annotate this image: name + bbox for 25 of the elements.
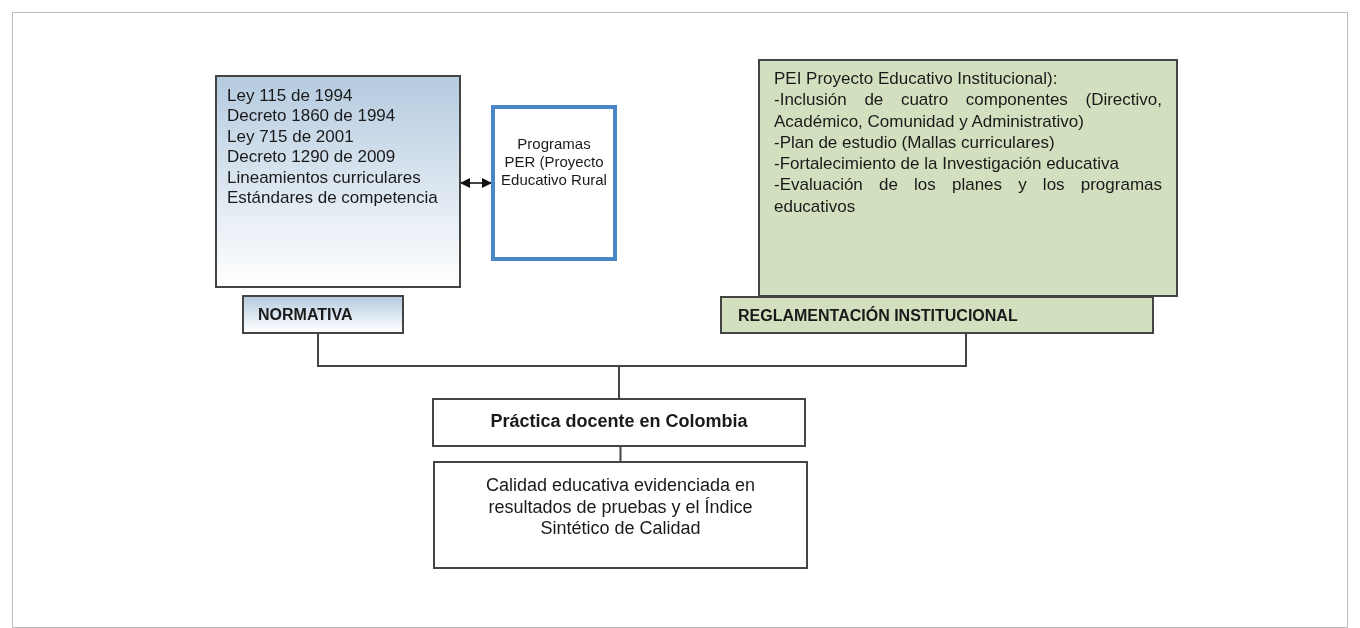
list-item-text: PEI Proyecto Educativo Institucional): <box>774 68 1059 90</box>
box-text: Programas PER (Proyecto Educativo Rural <box>501 135 607 189</box>
list-item-text: Decreto 1290 de 2009 <box>227 147 397 168</box>
list-item-text: Ley 115 de 1994 <box>227 86 354 107</box>
list-item-text: -Fortalecimiento de la Investigación educativa <box>774 153 1120 175</box>
box-text: Práctica docente en Colombia <box>489 411 749 433</box>
outcome-box <box>433 461 808 569</box>
list-item-text: Estándares de competencia <box>227 187 439 209</box>
list-item-text: -Evaluación de los planes y los programas educativos <box>774 174 1162 217</box>
central-topic-box <box>432 398 806 447</box>
arrow <box>460 178 492 188</box>
regulation-list-box <box>215 75 461 288</box>
box-text: REGLAMENTACIÓN INSTITUCIONAL <box>738 306 1019 326</box>
list-item-text: Lineamientos curriculares <box>227 167 422 188</box>
institutional-plan-box <box>758 59 1178 297</box>
category-label-box <box>720 296 1154 334</box>
box-text: NORMATIVA <box>258 305 354 325</box>
list-item-text: Ley 715 de 2001 <box>227 126 355 148</box>
box-text: Calidad educativa evidenciada en resultados de pruebas y el Índice Sintético de Calidad <box>484 475 757 540</box>
list-item-text: Decreto 1860 de 1994 <box>227 106 397 127</box>
category-label-box <box>242 295 404 334</box>
list-item-text: -Plan de estudio (Mallas curriculares) <box>774 131 1056 153</box>
connector-line <box>619 446 622 462</box>
program-box <box>491 105 617 261</box>
list-item-text: -Inclusión de cuatro componentes (Directivo, Académico, Comunidad y Administrativo) <box>774 89 1162 132</box>
